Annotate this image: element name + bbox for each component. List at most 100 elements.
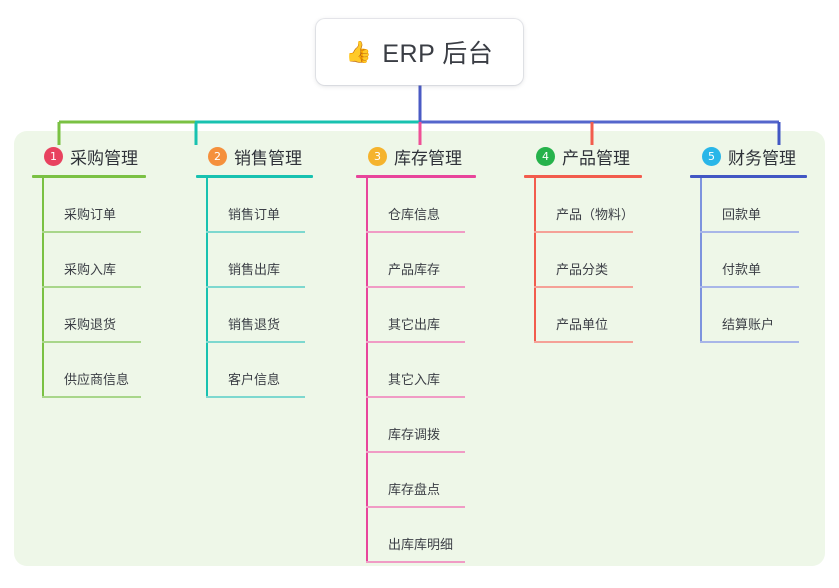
diagram-panel bbox=[14, 131, 825, 566]
list-item-rule bbox=[366, 231, 465, 233]
column-badge-3: 3 bbox=[368, 146, 387, 166]
column-header-2[interactable]: 2 销售管理 bbox=[196, 143, 313, 169]
column-trunk-4 bbox=[534, 178, 536, 343]
list-item-rule bbox=[206, 396, 305, 398]
column-items-2: 销售订单销售出库销售退货客户信息 bbox=[196, 178, 313, 398]
list-item-rule bbox=[366, 286, 465, 288]
list-item-rule bbox=[366, 396, 465, 398]
list-item[interactable]: 销售订单 bbox=[206, 178, 313, 233]
list-item[interactable]: 其它出库 bbox=[366, 288, 476, 343]
list-item-rule bbox=[700, 286, 799, 288]
column-badge-4: 4 bbox=[536, 146, 555, 166]
column-1: 1 采购管理采购订单采购入库采购退货供应商信息 bbox=[32, 143, 146, 398]
list-item-rule bbox=[534, 286, 633, 288]
column-trunk-3 bbox=[366, 178, 368, 563]
column-header-rule-3 bbox=[356, 175, 476, 178]
list-item-label: 库存盘点 bbox=[388, 482, 441, 497]
list-item-label: 其它出库 bbox=[388, 317, 441, 332]
list-item-label: 产品单位 bbox=[556, 317, 609, 332]
list-item-label: 采购入库 bbox=[64, 262, 117, 277]
list-item[interactable]: 回款单 bbox=[700, 178, 807, 233]
list-item-label: 其它入库 bbox=[388, 372, 441, 387]
thumbs-up-icon: 👍 bbox=[345, 40, 373, 64]
column-3: 3 库存管理仓库信息产品库存其它出库其它入库库存调拨库存盘点出库库明细 bbox=[356, 143, 476, 563]
list-item-rule bbox=[42, 341, 141, 343]
list-item[interactable]: 仓库信息 bbox=[366, 178, 476, 233]
list-item-rule bbox=[366, 561, 465, 563]
list-item-label: 供应商信息 bbox=[64, 372, 130, 387]
column-trunk-1 bbox=[42, 178, 44, 398]
column-items-3: 仓库信息产品库存其它出库其它入库库存调拨库存盘点出库库明细 bbox=[356, 178, 476, 563]
column-title-3: 库存管理 bbox=[394, 148, 462, 168]
list-item-rule bbox=[366, 506, 465, 508]
column-badge-5: 5 bbox=[702, 146, 721, 166]
list-item-label: 采购退货 bbox=[64, 317, 117, 332]
column-5: 5 财务管理回款单付款单结算账户 bbox=[690, 143, 807, 343]
list-item[interactable]: 采购入库 bbox=[42, 233, 146, 288]
list-item-rule bbox=[206, 231, 305, 233]
column-title-5: 财务管理 bbox=[728, 148, 796, 168]
list-item-label: 销售退货 bbox=[228, 317, 281, 332]
list-item-rule bbox=[700, 231, 799, 233]
list-item-label: 产品库存 bbox=[388, 262, 441, 277]
list-item[interactable]: 销售退货 bbox=[206, 288, 313, 343]
list-item-label: 仓库信息 bbox=[388, 207, 441, 222]
column-items-4: 产品（物料） 产品分类产品单位 bbox=[524, 178, 642, 343]
list-item-label: 回款单 bbox=[722, 207, 762, 222]
column-badge-2: 2 bbox=[208, 146, 227, 166]
list-item-label: 销售出库 bbox=[228, 262, 281, 277]
list-item[interactable]: 采购退货 bbox=[42, 288, 146, 343]
list-item[interactable]: 产品单位 bbox=[534, 288, 642, 343]
root-title: ERP 后台 bbox=[382, 40, 494, 68]
list-item[interactable]: 采购订单 bbox=[42, 178, 146, 233]
list-item-label: 产品分类 bbox=[556, 262, 609, 277]
column-title-2: 销售管理 bbox=[234, 148, 302, 168]
list-item-rule bbox=[366, 451, 465, 453]
column-trunk-2 bbox=[206, 178, 208, 398]
column-header-1[interactable]: 1 采购管理 bbox=[32, 143, 146, 169]
list-item-label: 出库库明细 bbox=[388, 537, 454, 552]
column-header-rule-2 bbox=[196, 175, 313, 178]
list-item-rule bbox=[366, 341, 465, 343]
column-badge-1: 1 bbox=[44, 146, 63, 166]
list-item-label: 付款单 bbox=[722, 262, 762, 277]
list-item-rule bbox=[534, 341, 633, 343]
list-item-rule bbox=[534, 231, 633, 233]
column-header-rule-5 bbox=[690, 175, 807, 178]
list-item-label: 客户信息 bbox=[228, 372, 281, 387]
column-title-1: 采购管理 bbox=[70, 148, 138, 168]
list-item-label: 库存调拨 bbox=[388, 427, 441, 442]
list-item[interactable]: 付款单 bbox=[700, 233, 807, 288]
list-item[interactable]: 库存调拨 bbox=[366, 398, 476, 453]
list-item[interactable]: 结算账户 bbox=[700, 288, 807, 343]
list-item[interactable]: 产品（物料） bbox=[534, 178, 642, 233]
list-item-label: 产品（物料） bbox=[556, 207, 635, 222]
list-item[interactable]: 供应商信息 bbox=[42, 343, 146, 398]
list-item-rule bbox=[42, 396, 141, 398]
list-item[interactable]: 产品库存 bbox=[366, 233, 476, 288]
list-item-rule bbox=[42, 231, 141, 233]
column-header-3[interactable]: 3 库存管理 bbox=[356, 143, 476, 169]
list-item-label: 采购订单 bbox=[64, 207, 117, 222]
column-header-5[interactable]: 5 财务管理 bbox=[690, 143, 807, 169]
list-item-rule bbox=[206, 341, 305, 343]
list-item-rule bbox=[42, 286, 141, 288]
list-item-rule bbox=[206, 286, 305, 288]
column-trunk-5 bbox=[700, 178, 702, 343]
list-item-label: 销售订单 bbox=[228, 207, 281, 222]
column-items-5: 回款单付款单结算账户 bbox=[690, 178, 807, 343]
column-2: 2 销售管理销售订单销售出库销售退货客户信息 bbox=[196, 143, 313, 398]
list-item-rule bbox=[700, 341, 799, 343]
list-item[interactable]: 产品分类 bbox=[534, 233, 642, 288]
list-item[interactable]: 其它入库 bbox=[366, 343, 476, 398]
list-item[interactable]: 库存盘点 bbox=[366, 453, 476, 508]
column-header-rule-1 bbox=[32, 175, 146, 178]
column-items-1: 采购订单采购入库采购退货供应商信息 bbox=[32, 178, 146, 398]
root-node[interactable]: 👍 ERP 后台 bbox=[316, 19, 523, 85]
list-item[interactable]: 销售出库 bbox=[206, 233, 313, 288]
list-item-label: 结算账户 bbox=[722, 317, 775, 332]
list-item[interactable]: 客户信息 bbox=[206, 343, 313, 398]
list-item[interactable]: 出库库明细 bbox=[366, 508, 476, 563]
